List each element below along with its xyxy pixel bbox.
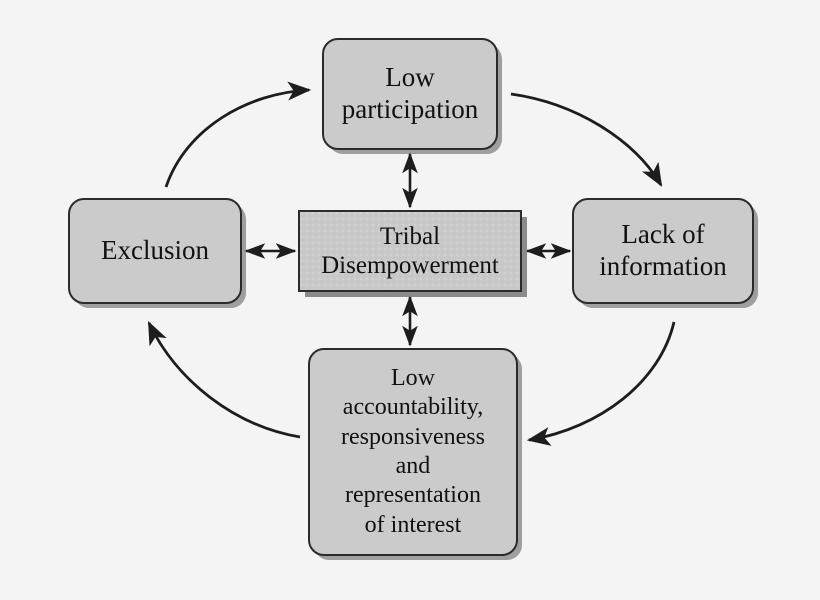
connector-top-to-right xyxy=(510,92,663,187)
node-exclusion[interactable]: Exclusion xyxy=(68,198,242,304)
node-tribal-disempowerment[interactable]: Tribal Disempowerment xyxy=(298,210,522,292)
connector-bottom-to-left xyxy=(147,320,301,439)
node-low-accountability[interactable]: Low accountability, responsiveness and r… xyxy=(308,348,518,556)
node-low-participation[interactable]: Low participation xyxy=(322,38,498,150)
connector-right-to-bottom xyxy=(526,321,676,446)
connector-left-to-top xyxy=(164,81,312,188)
node-lack-of-information[interactable]: Lack of information xyxy=(572,198,754,304)
